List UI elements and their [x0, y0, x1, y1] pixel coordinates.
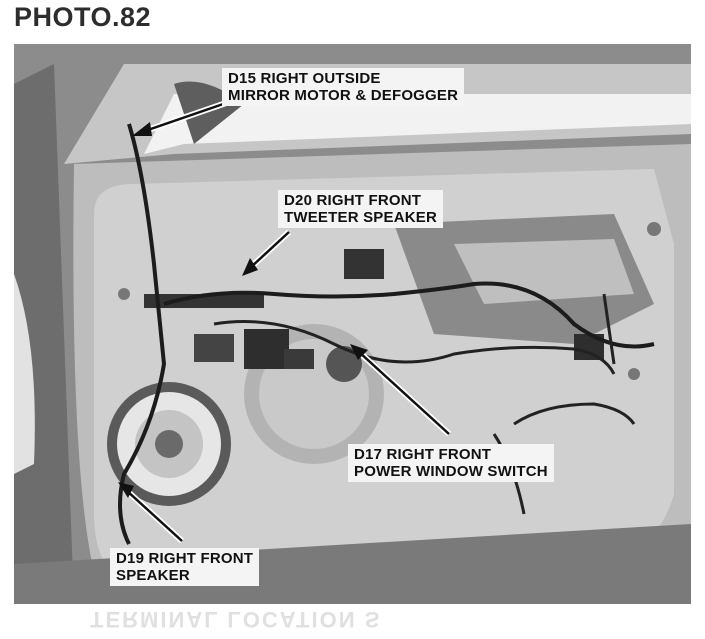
- door-panel-illustration: [14, 44, 691, 604]
- callout-d15: D15 RIGHT OUTSIDE MIRROR MOTOR & DEFOGGE…: [222, 68, 465, 106]
- callout-d20-line-1: D20 RIGHT FRONT: [284, 192, 422, 209]
- callout-d19-line-2: SPEAKER: [116, 567, 190, 584]
- callout-d20: D20 RIGHT FRONT TWEETER SPEAKER: [278, 190, 444, 228]
- callout-d19-line-1: D19 RIGHT FRONT: [116, 550, 254, 567]
- callout-d15-line-1: D15 RIGHT OUTSIDE: [228, 70, 381, 87]
- callout-d17-line-2: POWER WINDOW SWITCH: [354, 463, 548, 480]
- callout-d17-line-1: D17 RIGHT FRONT: [354, 446, 492, 463]
- callout-d15-line-2: MIRROR MOTOR & DEFOGGER: [228, 87, 459, 104]
- callout-d19: D19 RIGHT FRONT SPEAKER: [110, 548, 260, 586]
- callout-d17: D17 RIGHT FRONT POWER WINDOW SWITCH: [348, 444, 554, 482]
- photo-title: PHOTO.82: [14, 2, 152, 32]
- bleed-through-text: TERMINAL LOCATION S: [90, 607, 382, 632]
- callout-d20-line-2: TWEETER SPEAKER: [284, 209, 438, 226]
- door-panel-photo: D15 RIGHT OUTSIDE MIRROR MOTOR & DEFOGGE…: [14, 44, 691, 604]
